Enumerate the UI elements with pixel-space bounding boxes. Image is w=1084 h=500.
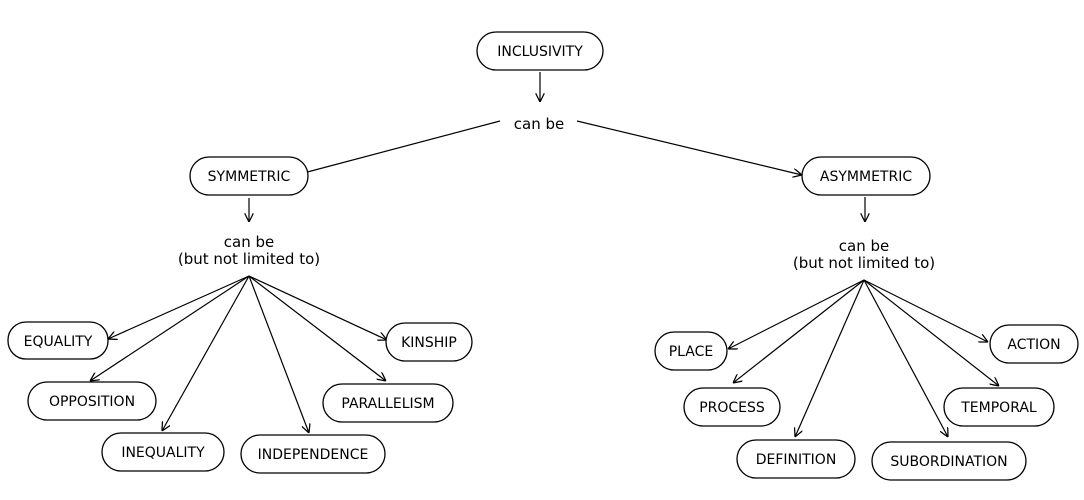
edges xyxy=(90,72,999,437)
node-place-label: PLACE xyxy=(669,344,714,360)
edge-to-equality xyxy=(108,275,250,339)
edge-to-independence xyxy=(248,275,309,433)
node-symmetric-label: SYMMETRIC xyxy=(208,169,291,185)
node-opposition[interactable]: OPPOSITION xyxy=(27,381,157,421)
node-kinship-label: KINSHIP xyxy=(401,335,457,351)
edge-to-opposition xyxy=(90,275,250,381)
node-equality-label: EQUALITY xyxy=(24,334,93,350)
node-action[interactable]: ACTION xyxy=(989,324,1079,364)
node-inclusivity[interactable]: INCLUSIVITY xyxy=(476,31,604,71)
edge-to-process xyxy=(733,279,865,383)
node-independence[interactable]: INDEPENDENCE xyxy=(240,434,386,474)
node-process[interactable]: PROCESS xyxy=(683,387,781,427)
edge-to-place xyxy=(728,279,865,349)
node-action-label: ACTION xyxy=(1007,337,1060,353)
edge-canbe-to-symmetric xyxy=(296,120,501,175)
link-label-left-line1: can be xyxy=(224,233,274,251)
edge-to-definition xyxy=(795,279,865,437)
link-label-top: can be xyxy=(514,115,564,133)
node-inequality[interactable]: INEQUALITY xyxy=(101,432,225,472)
node-place[interactable]: PLACE xyxy=(654,331,728,371)
edge-to-subordination xyxy=(863,279,948,437)
node-asymmetric[interactable]: ASYMMETRIC xyxy=(801,156,931,196)
node-independence-label: INDEPENDENCE xyxy=(258,447,369,463)
node-temporal-label: TEMPORAL xyxy=(960,400,1037,416)
node-temporal[interactable]: TEMPORAL xyxy=(943,387,1055,427)
node-inequality-label: INEQUALITY xyxy=(121,445,205,461)
edge-to-parallelism xyxy=(248,275,386,381)
node-subordination[interactable]: SUBORDINATION xyxy=(871,441,1027,481)
node-definition[interactable]: DEFINITION xyxy=(736,439,856,479)
node-equality[interactable]: EQUALITY xyxy=(7,321,109,360)
link-label-left-line2: (but not limited to) xyxy=(178,250,320,268)
node-subordination-label: SUBORDINATION xyxy=(890,454,1007,470)
link-labels: can be can be (but not limited to) can b… xyxy=(178,115,935,272)
edge-to-inequality xyxy=(162,275,250,431)
node-definition-label: DEFINITION xyxy=(756,452,837,468)
node-inclusivity-label: INCLUSIVITY xyxy=(497,44,583,60)
node-parallelism-label: PARALLELISM xyxy=(341,396,434,412)
edge-to-kinship xyxy=(248,275,387,340)
edge-to-action xyxy=(863,279,988,342)
link-label-right-line2: (but not limited to) xyxy=(793,254,935,272)
edge-canbe-to-asymmetric xyxy=(576,120,802,175)
link-label-right-line1: can be xyxy=(839,237,889,255)
node-parallelism[interactable]: PARALLELISM xyxy=(322,383,454,423)
node-opposition-label: OPPOSITION xyxy=(49,394,135,410)
node-process-label: PROCESS xyxy=(699,400,765,416)
node-symmetric[interactable]: SYMMETRIC xyxy=(189,156,309,196)
node-asymmetric-label: ASYMMETRIC xyxy=(820,169,912,185)
node-kinship[interactable]: KINSHIP xyxy=(385,322,473,362)
edge-to-temporal xyxy=(863,279,999,386)
